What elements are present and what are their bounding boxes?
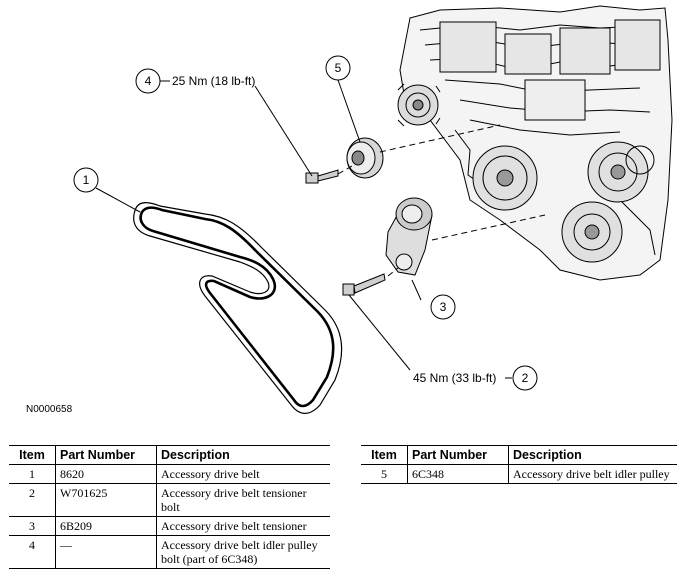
cell-part-number: — (55, 535, 157, 569)
cell-part-number: W701625 (55, 483, 157, 517)
callout-5-number: 5 (335, 61, 342, 75)
cell-item: 2 (29, 486, 35, 500)
cell-description: Accessory drive belt idler pulley bolt (… (156, 535, 330, 569)
parts-table-left: Item Part Number Description 1 8620 Acce… (9, 445, 330, 569)
cell-item: 3 (29, 519, 35, 533)
figure-id: N0000658 (26, 404, 73, 415)
idler-pulley-bolt (305, 169, 339, 184)
cell-description: Accessory drive belt (156, 464, 330, 484)
belt-tensioner (385, 197, 433, 276)
cell-description: Accessory drive belt tensioner (156, 516, 330, 536)
cell-item: 5 (381, 467, 387, 481)
table-row: 5 6C348 Accessory drive belt idler pulle… (361, 464, 677, 484)
accessory-drive-belt (133, 201, 343, 414)
cell-part-number: 6B209 (55, 516, 157, 536)
callout-3: 3 (430, 294, 456, 320)
header-item: Item (361, 445, 408, 465)
table-row: 4 — Accessory drive belt idler pulley bo… (9, 535, 330, 569)
cell-part-number: 8620 (55, 464, 157, 484)
tensioner-bolt (342, 273, 386, 296)
header-item: Item (9, 445, 56, 465)
leader-lines (95, 79, 512, 379)
header-description: Description (508, 445, 677, 465)
table-row: 1 8620 Accessory drive belt (9, 464, 330, 484)
table-header-row: Item Part Number Description (9, 445, 330, 465)
header-description: Description (156, 445, 330, 465)
cell-item: 1 (29, 467, 35, 481)
header-part-number: Part Number (55, 445, 157, 465)
cell-part-number: 6C348 (407, 464, 509, 484)
callout-4-number: 4 (145, 74, 152, 88)
engine-illustration (397, 5, 673, 281)
callout-2: 45 Nm (33 lb-ft) 2 (413, 365, 538, 391)
belt-routing-diagram: 1 4 25 Nm (18 lb-ft) 5 3 45 Nm (33 lb-ft… (73, 5, 673, 414)
parts-table-right: Item Part Number Description 5 6C348 Acc… (361, 445, 677, 484)
callout-5: 5 (325, 55, 351, 81)
idler-pulley (346, 137, 384, 179)
callout-4: 4 25 Nm (18 lb-ft) (135, 68, 255, 94)
callout-2-number: 2 (522, 371, 529, 385)
alignment-lines (337, 124, 546, 277)
table-row: 3 6B209 Accessory drive belt tensioner (9, 516, 330, 536)
cell-description: Accessory drive belt idler pulley (508, 464, 677, 484)
callout-4-torque: 25 Nm (18 lb-ft) (172, 74, 255, 88)
callout-1: 1 (73, 167, 99, 193)
callout-3-number: 3 (440, 300, 447, 314)
callout-1-number: 1 (83, 173, 90, 187)
cell-description: Accessory drive belt tensioner bolt (156, 483, 330, 517)
callout-2-torque: 45 Nm (33 lb-ft) (413, 371, 496, 385)
table-row: 2 W701625 Accessory drive belt tensioner… (9, 483, 330, 517)
header-part-number: Part Number (407, 445, 509, 465)
table-header-row: Item Part Number Description (361, 445, 677, 465)
cell-item: 4 (29, 538, 35, 552)
